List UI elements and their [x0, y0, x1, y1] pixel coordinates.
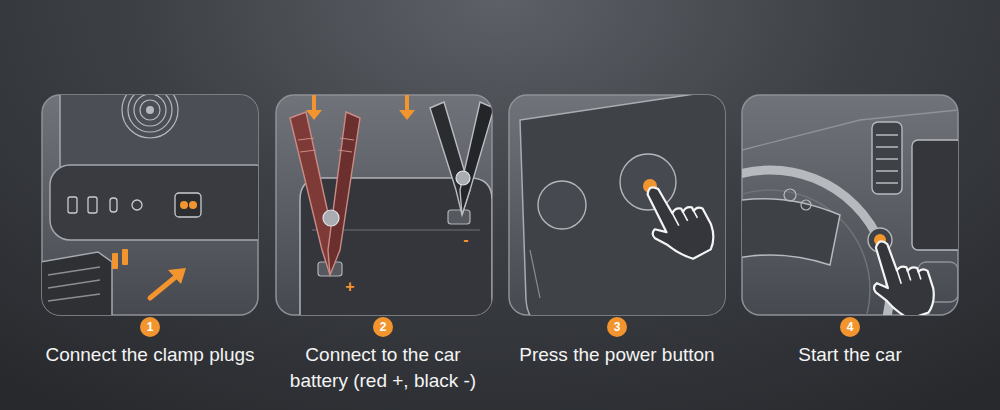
callout-number: 2 [380, 321, 387, 333]
car-start-button [742, 110, 958, 315]
jump-starter-ports [180, 201, 188, 209]
jump-starter-ports [140, 100, 160, 120]
jump-starter-ports [132, 200, 142, 210]
jump-starter-ports [168, 268, 186, 284]
callout-number: 3 [614, 321, 621, 333]
step-number-badge: 2 [373, 317, 393, 337]
step-caption: Press the power button [502, 342, 732, 368]
jump-starter-ports [68, 197, 77, 213]
step-caption: Connect to the car battery (red +, black… [283, 342, 483, 394]
power-button-press [520, 95, 725, 315]
clamps-on-battery [290, 96, 492, 315]
polarity-sign: + [345, 279, 354, 295]
car-start-button [742, 190, 870, 315]
jump-starter-ports [128, 95, 172, 132]
jump-starter-ports [150, 275, 178, 298]
step-number-badge: 4 [840, 317, 860, 337]
power-button-press [620, 154, 676, 210]
jump-starter-ports [42, 252, 112, 315]
car-start-button [876, 135, 898, 183]
jump-starter-ports [122, 249, 128, 265]
step-caption: Start the car [735, 342, 965, 368]
clamps-on-battery [323, 210, 339, 226]
step-number-badge: 3 [607, 317, 627, 337]
polarity-sign: - [463, 232, 468, 248]
callout-number: 1 [147, 321, 154, 333]
step-caption: Connect the clamp plugs [35, 342, 265, 368]
jump-starter-ports [110, 198, 117, 212]
clamps-on-battery [328, 112, 360, 275]
jump-starter-ports [48, 267, 100, 301]
jump-starter-ports [189, 201, 197, 209]
power-button-press [538, 181, 586, 229]
jump-starter-ports [42, 95, 258, 315]
power-button-press [520, 95, 725, 315]
power-button-press [633, 171, 722, 270]
jump-starter-ports [112, 253, 118, 269]
car-start-button [801, 200, 811, 210]
jump-starter-ports [175, 193, 201, 217]
car-start-button [872, 122, 902, 194]
clamps-on-battery [448, 210, 470, 224]
car-start-button [784, 189, 796, 201]
clamps-on-battery [460, 102, 492, 215]
callout-number: 4 [847, 321, 854, 333]
clamps-on-battery [306, 110, 322, 120]
jump-starter-ports [134, 95, 166, 126]
step-number-badge: 1 [140, 317, 160, 337]
clamps-on-battery [456, 171, 470, 185]
car-start-button [742, 199, 840, 265]
car-start-button [912, 140, 958, 250]
power-button-press [530, 250, 540, 298]
car-start-button [861, 230, 940, 315]
jump-starter-ports [50, 165, 258, 240]
jump-starter-ports [122, 95, 178, 138]
jump-starter-ports [146, 106, 154, 114]
clamps-on-battery [312, 96, 316, 112]
clamps-on-battery [298, 138, 354, 152]
jump-starter-ports [88, 197, 97, 213]
clamps-on-battery [405, 96, 409, 112]
clamps-on-battery [399, 110, 415, 120]
